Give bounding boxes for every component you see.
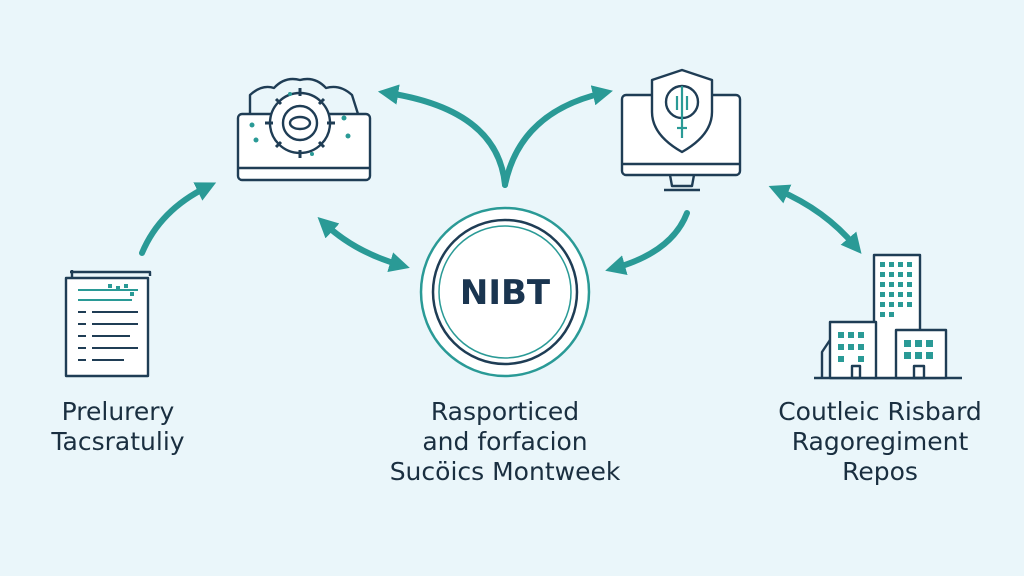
caption-center-line1: Rasporticed (430, 397, 580, 426)
caption-left: Prelurery Tacsratuliy (18, 397, 218, 457)
hub-circle-icon: NIBT (419, 206, 591, 378)
caption-right-line3: Repos (842, 457, 918, 486)
arrow-shield-buildings-bidirectional (768, 184, 862, 254)
caption-center-line3: Sucöics Montweek (389, 457, 621, 486)
arrow-computer-hub-bidirectional (317, 217, 410, 272)
caption-left-line1: Prelurery (61, 397, 175, 426)
computer-shield-icon (620, 68, 742, 192)
caption-left-line2: Tacsratuliy (51, 427, 185, 456)
caption-center-line2: and forfacion (422, 427, 588, 456)
caption-right: Coutleic Risbard Ragoregiment Repos (740, 397, 1020, 487)
hub-label: NIBT (460, 273, 551, 313)
buildings-icon (814, 253, 962, 380)
arrow-document-to-computer (139, 182, 217, 256)
caption-center: Rasporticed and forfacion Sucöics Montwe… (355, 397, 655, 487)
document-icon (64, 270, 152, 378)
arrows (139, 84, 862, 276)
arrow-shield-to-hub (605, 210, 690, 276)
caption-right-line1: Coutleic Risbard (778, 397, 982, 426)
arrow-top-left-branch (377, 84, 508, 188)
caption-right-line2: Ragoregiment (791, 427, 969, 456)
computer-cog-icon (236, 77, 372, 182)
arrow-top-right-branch (502, 85, 613, 188)
